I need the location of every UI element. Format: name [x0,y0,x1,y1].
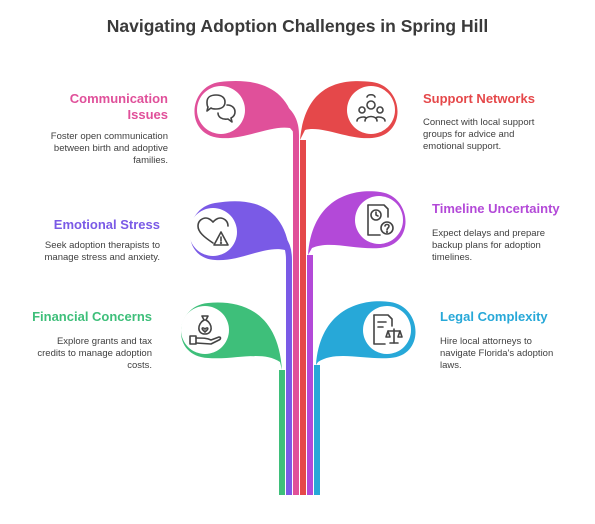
heading-support: Support Networks [423,91,535,106]
heart-warning-icon [193,212,233,252]
heading-timeline: Timeline Uncertainty [432,201,560,216]
heading-emotional: Emotional Stress [53,217,160,232]
heading-financial: Financial Concerns [32,309,152,324]
chat-bubbles-icon [201,90,241,130]
diagram-title: Navigating Adoption Challenges in Spring… [106,16,489,36]
desc-communication: Foster open communication between birth … [50,131,168,166]
heading-communication: Communication Issues [69,91,168,122]
document-clock-question-icon [359,200,399,240]
heading-legal: Legal Complexity [440,309,548,324]
money-bag-hand-icon [185,310,225,350]
desc-support: Connect with local support groups for ad… [423,117,535,152]
desc-timeline: Expect delays and prepare backup plans f… [432,228,546,263]
desc-legal: Hire local attorneys to navigate Florida… [440,336,554,371]
group-people-icon [351,90,391,130]
desc-emotional: Seek adoption therapists to manage stres… [44,240,160,263]
document-scales-icon [367,310,407,350]
desc-financial: Explore grants and tax credits to manage… [37,336,152,371]
